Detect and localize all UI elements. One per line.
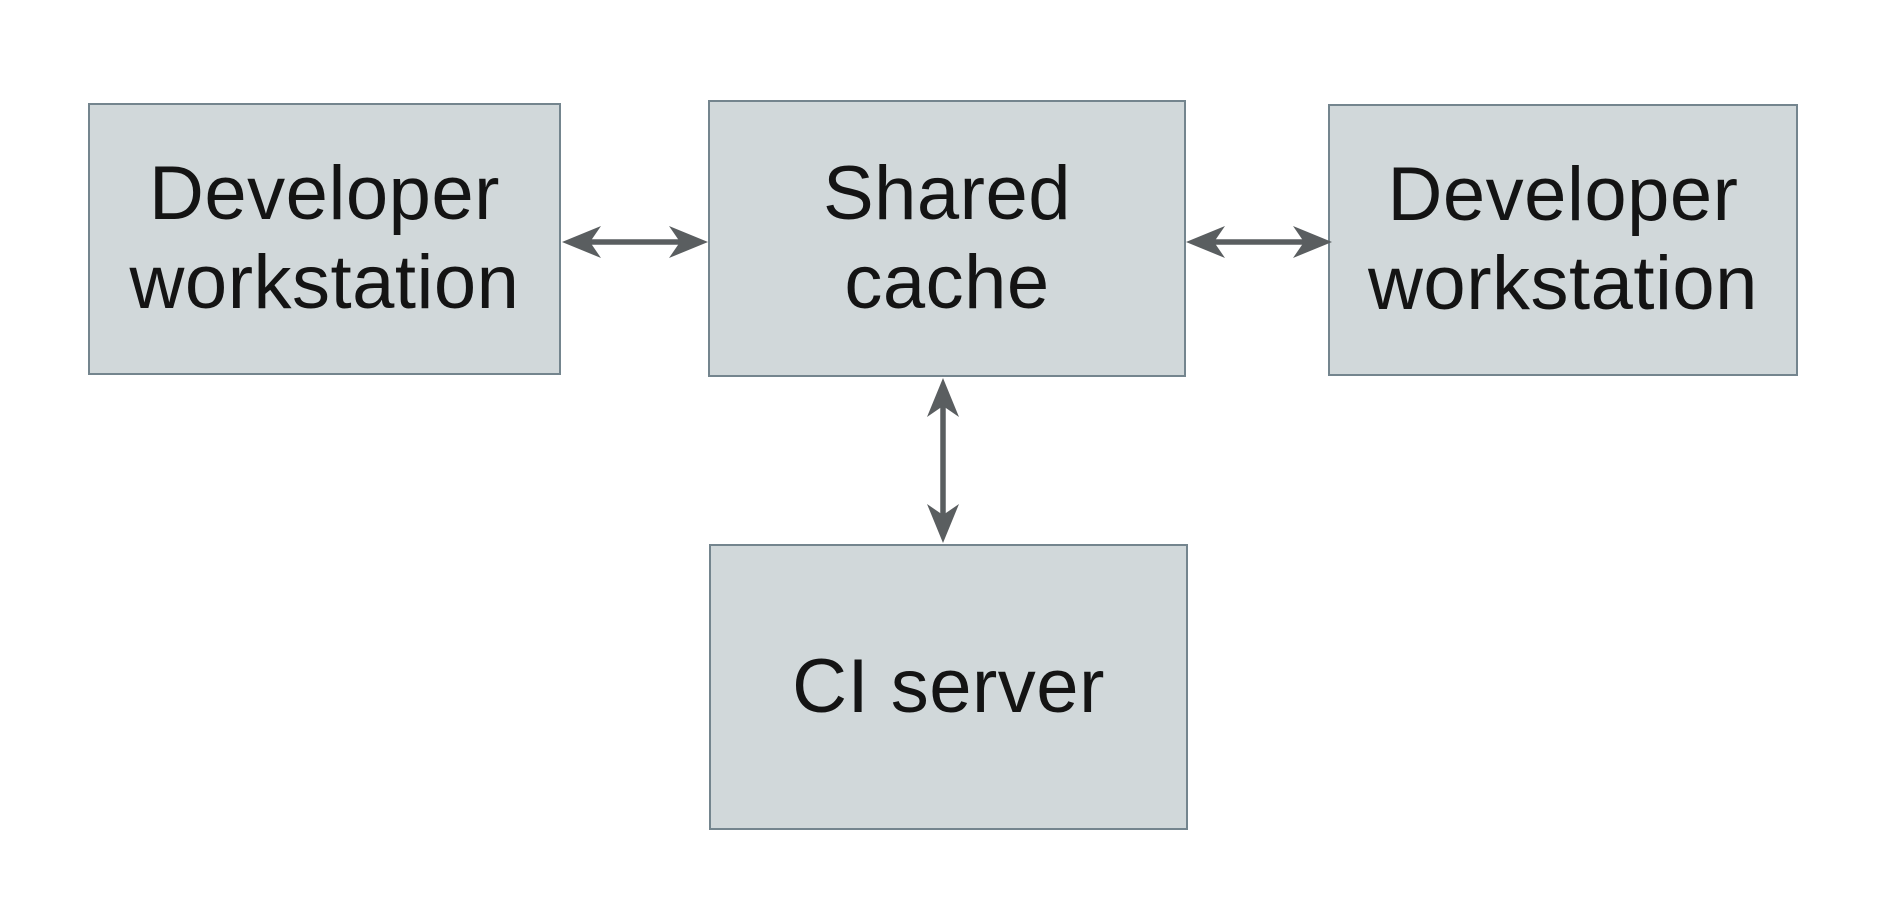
arrowhead-right-icon [669,226,708,258]
node-shared-cache: Shared cache [708,100,1186,377]
node-developer-workstation-right: Developer workstation [1328,104,1798,376]
node-ci-server: CI server [709,544,1188,830]
node-label: Developer workstation [129,151,520,325]
double-arrow-horizontal-icon [1186,226,1332,258]
double-arrow-vertical-icon [927,378,959,543]
arrowhead-right-icon [1293,226,1332,258]
arrowhead-down-icon [927,504,959,543]
double-arrow-horizontal-icon [562,226,708,258]
arrowhead-up-icon [927,378,959,417]
node-label: CI server [792,643,1105,729]
arrowhead-left-icon [1186,226,1225,258]
node-label: Developer workstation [1368,152,1758,326]
node-label: Shared cache [822,150,1072,325]
arrowhead-left-icon [562,226,601,258]
node-developer-workstation-left: Developer workstation [88,103,561,375]
